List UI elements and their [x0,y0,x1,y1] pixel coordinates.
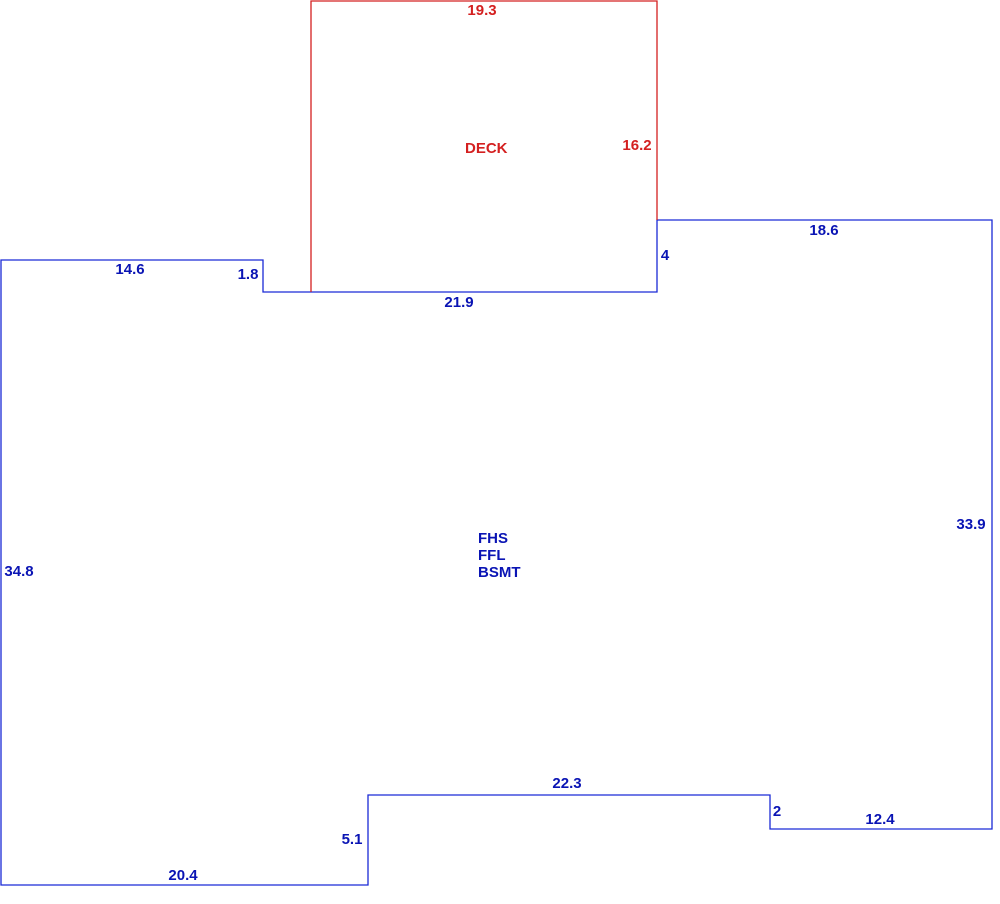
main-area-label-bsmt: BSMT [478,564,521,581]
dimension-left-step: 1.8 [238,266,259,283]
dimension-bottom-middle: 22.3 [552,775,581,792]
dimension-left: 34.8 [4,563,33,580]
dimension-bottom-left: 20.4 [168,867,198,884]
main-area-label-ffl: FFL [478,547,506,564]
dimension-top-middle: 21.9 [444,294,473,311]
deck-label: DECK [465,140,508,157]
dimension-top-right: 18.6 [809,222,838,239]
main-area-label-fhs: FHS [478,530,508,547]
dimension-bottom-left-step: 5.1 [342,831,363,848]
deck-top-dimension: 19.3 [467,2,496,19]
dimension-right-step: 4 [661,247,670,264]
dimension-top-left: 14.6 [115,261,144,278]
dimension-bottom-right-step: 2 [773,803,781,820]
deck-outline [310,0,658,292]
deck-right-dimension: 16.2 [622,137,651,154]
dimension-bottom-right: 12.4 [865,811,895,828]
dimension-right: 33.9 [956,516,985,533]
main-area-outline [0,219,993,886]
